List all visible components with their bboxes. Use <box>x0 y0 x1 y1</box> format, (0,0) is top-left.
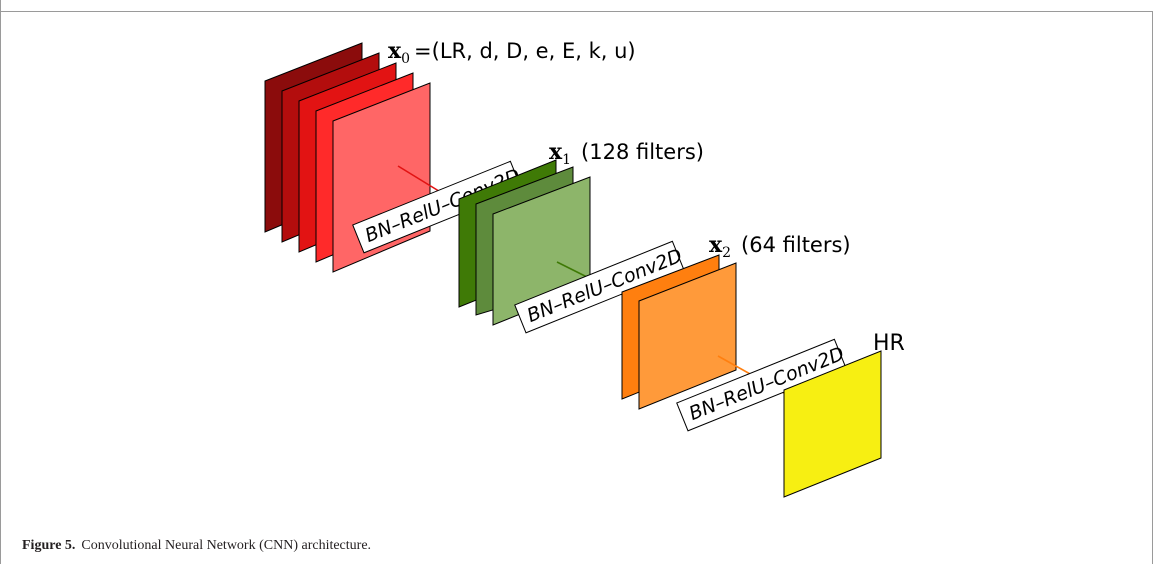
caption-number: Figure 5. <box>22 538 76 553</box>
caption-text: Convolutional Neural Network (CNN) archi… <box>81 538 372 553</box>
x1-symbol: x <box>549 139 563 165</box>
figure-caption: Figure 5. Convolutional Neural Network (C… <box>22 538 371 554</box>
x1-suffix: (128 filters) <box>581 140 704 164</box>
operation-1-box <box>352 160 523 254</box>
layer-x1-label: x1 (128 filters) <box>549 139 704 168</box>
layer-x1: x1 (128 filters) <box>458 139 704 326</box>
hr-label: HR <box>873 331 905 356</box>
x2-symbol: x <box>709 232 723 258</box>
x1-subscript: 1 <box>562 152 571 168</box>
operation-2-box <box>514 240 685 334</box>
x0-symbol: x <box>388 38 402 64</box>
output-map-hr <box>783 350 882 498</box>
x2-subscript: 2 <box>722 245 731 261</box>
operation-3-box <box>676 338 847 432</box>
x0-suffix: =(LR, d, D, e, E, k, u) <box>414 39 636 63</box>
x2-suffix: (64 filters) <box>741 233 851 257</box>
feature-map-x2-2 <box>638 262 737 410</box>
layer-hr: HR <box>783 331 905 498</box>
layer-x2: x2 (64 filters) <box>621 232 851 410</box>
layer-x0-label: x0=(LR, d, D, e, E, k, u) <box>388 38 636 67</box>
x0-subscript: 0 <box>401 51 410 67</box>
layer-x2-label: x2 (64 filters) <box>709 232 851 261</box>
